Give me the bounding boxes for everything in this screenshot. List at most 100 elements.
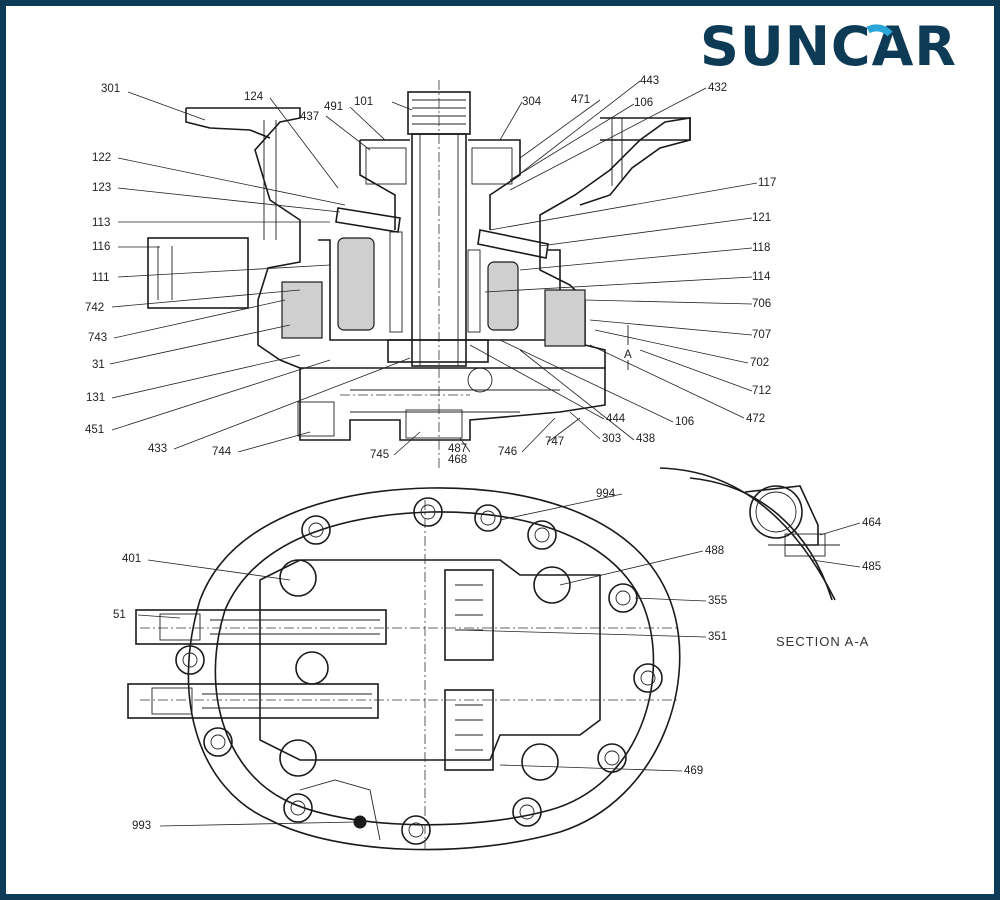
part-label: 51 [113, 609, 126, 621]
cartridge-lower [444, 689, 494, 771]
leader-line [459, 437, 471, 453]
part-label: 123 [92, 182, 111, 194]
part-label: 464 [862, 517, 882, 529]
piston-right [487, 261, 519, 331]
logo-accent-arc [866, 24, 893, 37]
section-marker: A [624, 349, 632, 361]
leader-line [811, 559, 861, 568]
leader-line [499, 493, 623, 521]
part-label: 106 [675, 416, 694, 428]
leader-line [117, 264, 331, 278]
part-label: 491 [324, 101, 343, 113]
part-label: 443 [640, 75, 659, 87]
part-label: 994 [596, 488, 616, 500]
part-label: 122 [92, 152, 111, 164]
leader-line [639, 349, 753, 392]
part-label: 433 [148, 443, 167, 455]
leader-line [519, 99, 601, 159]
part-label: 121 [752, 212, 771, 224]
piston-left [337, 237, 375, 331]
part-label: 118 [752, 242, 770, 254]
leader-line [589, 319, 753, 336]
leader-line [237, 431, 311, 453]
part-label: 301 [101, 83, 120, 95]
part-label: 743 [88, 332, 107, 344]
part-label: 993 [132, 820, 151, 832]
section-a-a-title: SECTION A-A [776, 634, 869, 649]
leader-line [117, 157, 346, 206]
part-label: 101 [354, 96, 373, 108]
part-label: 702 [750, 357, 769, 369]
part-label: 444 [606, 413, 626, 425]
part-label: 117 [758, 177, 776, 189]
part-label: 706 [752, 298, 771, 310]
leader-line [325, 115, 371, 151]
bearing-left [281, 281, 323, 339]
part-label: 116 [92, 241, 110, 253]
leader-line [519, 247, 753, 271]
leader-line [111, 354, 301, 399]
leader-line [391, 101, 413, 111]
part-labels-bottom: 994 464 485 401 488 51 355 351 469 993 [113, 488, 882, 832]
leader-line [509, 103, 635, 181]
leader-line [393, 431, 421, 456]
part-label: 437 [300, 111, 319, 123]
leader-line [499, 101, 523, 141]
leader-line [521, 417, 556, 453]
leader-line [594, 329, 749, 364]
part-label: 303 [602, 433, 621, 445]
leader-line [489, 182, 758, 231]
leader-line [137, 614, 181, 619]
relief-valve-lower [127, 683, 379, 719]
part-label: 707 [752, 329, 771, 341]
leader-lines [109, 80, 861, 827]
part-label: 468 [448, 454, 467, 466]
bearing-right [544, 289, 586, 347]
leader-line [547, 417, 581, 443]
part-label: 744 [212, 446, 232, 458]
part-label: 131 [86, 392, 105, 404]
part-label: 747 [545, 436, 564, 448]
leader-line [634, 597, 707, 602]
part-label: 401 [122, 553, 141, 565]
part-labels-top: 301 124 437 491 101 304 471 443 106 432 … [85, 75, 776, 466]
leader-line [269, 97, 339, 189]
leader-line [499, 764, 683, 772]
part-label: 438 [636, 433, 655, 445]
leader-line [147, 559, 291, 581]
cartridge-upper [444, 569, 494, 661]
brand-logo-text: SUNCAR [700, 15, 957, 78]
leader-line [484, 276, 753, 293]
leader-line [113, 299, 286, 339]
part-label: 451 [85, 424, 104, 436]
leader-line [559, 550, 704, 586]
leader-line [459, 629, 707, 638]
part-label: 712 [752, 385, 771, 397]
leader-line [349, 106, 386, 141]
part-label: 113 [92, 217, 110, 229]
leader-line [159, 821, 357, 827]
bolt-holes [175, 497, 663, 845]
part-label: 114 [752, 271, 771, 283]
leader-line [111, 289, 301, 308]
part-label: 471 [571, 94, 590, 106]
leader-line [111, 359, 331, 431]
leader-line [469, 344, 605, 420]
part-label: 304 [522, 96, 542, 108]
section-a-a-view: SECTION A-A [659, 467, 869, 649]
part-label: 746 [498, 446, 517, 458]
part-label: 745 [370, 449, 389, 461]
brand-logo: SUNCAR [700, 15, 957, 78]
relief-valve-upper [135, 609, 387, 645]
valve-cap-left [147, 237, 249, 309]
leader-line [173, 357, 411, 450]
part-label: 469 [684, 765, 703, 777]
part-label: 124 [244, 91, 264, 103]
leader-line [589, 344, 745, 419]
leader-line [584, 299, 753, 305]
leader-line [109, 324, 291, 365]
leader-line [117, 187, 341, 213]
bottom-plan-view [127, 487, 681, 851]
